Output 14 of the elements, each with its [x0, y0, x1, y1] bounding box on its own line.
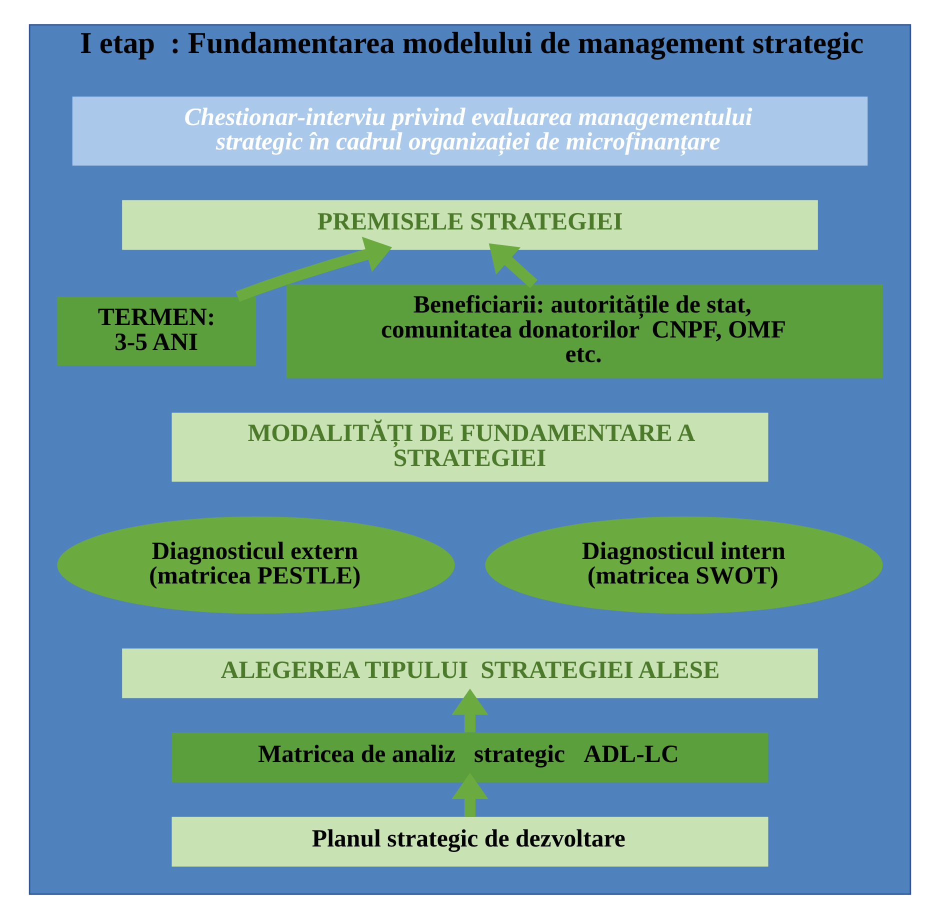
node-box: Chestionar-interviu privind evaluarea managementului strategic în cadrul organizației de microfinanțare [72, 96, 868, 166]
arrow [236, 236, 392, 302]
node-box: MODALITĂȚI DE FUNDAMENTARE A STRATEGIEI [172, 412, 768, 482]
node-ellipse: Diagnosticul intern (matricea SWOT) [485, 516, 883, 614]
node-box: Matricea de analiz strategic ADL-LC [172, 732, 768, 782]
arrow [452, 772, 488, 817]
node-box: Beneficiarii: autoritățile de stat, comunitatea donatorilor CNPF, OMF etc. [286, 284, 883, 378]
node-ellipse: Diagnosticul extern (matricea PESTLE) [57, 516, 455, 614]
arrow [488, 243, 538, 288]
arrow [452, 688, 488, 732]
node-box: Planul strategic de dezvoltare [172, 816, 768, 867]
node-box: TERMEN: 3-5 ANI [57, 296, 256, 366]
node-box: ALEGEREA TIPULUI STRATEGIEI ALESE [122, 648, 818, 698]
node-box: PREMISELE STRATEGIEI [122, 200, 818, 250]
